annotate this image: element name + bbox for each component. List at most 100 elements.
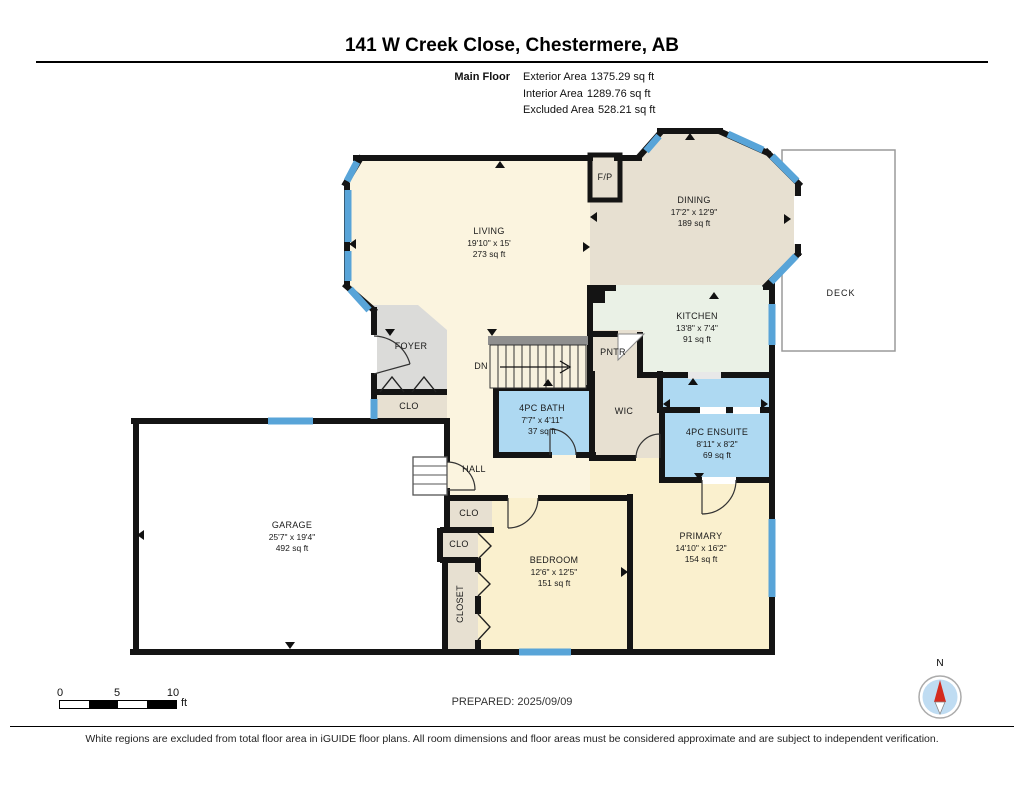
- scale-tick-0: 0: [56, 687, 64, 699]
- wic-floor: [590, 373, 660, 458]
- room-name: BEDROOM: [529, 555, 579, 566]
- main-stairs: [488, 336, 588, 389]
- dining-floor: [590, 131, 799, 286]
- kitchen-counter: [617, 333, 646, 362]
- room-area: 69 sq ft: [703, 449, 731, 460]
- room-label-ensuite: 4PC ENSUITE 8'11" x 8'2" 69 sq ft: [686, 427, 748, 461]
- room-area: 37 sq ft: [528, 425, 556, 436]
- room-label-closet-main: CLOSET: [455, 585, 467, 623]
- page-title: 141 W Creek Close, Chestermere, AB: [344, 35, 680, 56]
- room-name: CLOSET: [455, 585, 466, 623]
- room-dims: 8'11" x 8'2": [696, 438, 738, 449]
- door-swings: [373, 335, 737, 529]
- area-label: Excluded Area: [523, 104, 594, 116]
- room-label-wic: WIC: [615, 406, 633, 418]
- bifold-doors: [379, 375, 492, 641]
- room-area: 189 sq ft: [677, 217, 711, 228]
- room-dims: 25'7" x 19'4": [268, 531, 316, 542]
- prepared-date: PREPARED: 2025/09/09: [451, 696, 573, 708]
- stairs-down-label: DN: [474, 361, 488, 373]
- room-label-foyer-closet: CLO: [399, 401, 418, 413]
- compass-icon: [918, 675, 962, 719]
- area-value: 528.21 sq ft: [597, 104, 656, 116]
- room-name: CLO: [399, 401, 419, 412]
- room-label-living: LIVING 19'10" x 15' 273 sq ft: [467, 226, 511, 260]
- room-dims: 14'10" x 16'2": [675, 542, 727, 553]
- room-label-pantry: PNTR: [600, 347, 626, 359]
- garage-floor: [133, 418, 445, 652]
- room-name: PNTR: [600, 347, 626, 358]
- foyer-floor: [372, 305, 447, 398]
- room-label-closet-a: CLO: [459, 508, 478, 520]
- room-name: DECK: [826, 288, 856, 299]
- area-label: Interior Area: [523, 88, 583, 100]
- room-label-dining: DINING 17'2" x 12'9" 189 sq ft: [671, 195, 718, 229]
- room-name: DN: [474, 361, 488, 372]
- room-name: HALL: [462, 464, 486, 475]
- footer-divider: [10, 726, 1014, 727]
- room-dims: 13'8" x 7'4": [676, 322, 718, 333]
- disclaimer-text: White regions are excluded from total fl…: [85, 733, 939, 745]
- opening-markers: [137, 133, 791, 649]
- area-label: Exterior Area: [523, 71, 587, 83]
- scale-segment: [147, 701, 176, 708]
- room-label-closet-b: CLO: [449, 539, 468, 551]
- room-name: F/P: [597, 172, 613, 183]
- basement-stairs: [412, 456, 448, 496]
- area-value: 1289.76 sq ft: [586, 88, 651, 100]
- room-label-garage: GARAGE 25'7" x 19'4" 492 sq ft: [269, 520, 316, 554]
- room-label-foyer: FOYER: [395, 341, 428, 353]
- room-area: 154 sq ft: [684, 553, 718, 564]
- scale-segment: [118, 701, 147, 708]
- room-name: 4PC ENSUITE: [685, 427, 749, 438]
- closet-a-floor: [447, 498, 492, 530]
- room-label-kitchen: KITCHEN 13'8" x 7'4" 91 sq ft: [676, 311, 718, 345]
- scale-bar: [59, 700, 177, 709]
- scale-tick-5: 5: [113, 687, 121, 699]
- room-label-deck: DECK: [826, 288, 855, 300]
- room-dims: 12'6" x 12'5": [530, 566, 578, 577]
- ensuite-upper-floor: [660, 373, 772, 412]
- room-dims: 7'7" x 4'11": [521, 414, 563, 425]
- room-name: CLO: [459, 508, 479, 519]
- room-area: 492 sq ft: [275, 542, 309, 553]
- area-value: 1375.29 sq ft: [590, 71, 655, 83]
- windows: [268, 130, 800, 656]
- scale-tick-10: 10: [166, 687, 180, 699]
- floor-fills: [133, 131, 799, 652]
- room-name: FOYER: [394, 341, 428, 352]
- room-area: 91 sq ft: [683, 333, 711, 344]
- scale-unit: ft: [181, 697, 188, 709]
- room-name: PRIMARY: [679, 531, 723, 542]
- header-divider: [36, 61, 988, 63]
- room-area: 273 sq ft: [472, 248, 506, 259]
- ensuite-floor: [662, 410, 772, 480]
- room-name: LIVING: [473, 226, 505, 237]
- scale-segment: [60, 701, 89, 708]
- room-label-bath: 4PC BATH 7'7" x 4'11" 37 sq ft: [519, 403, 565, 437]
- compass-north-label: N: [936, 658, 944, 669]
- wall-openings: [371, 196, 801, 484]
- room-name: KITCHEN: [676, 311, 718, 322]
- room-name: 4PC BATH: [519, 403, 565, 414]
- room-label-primary: PRIMARY 14'10" x 16'2" 154 sq ft: [675, 531, 726, 565]
- scale-segment: [89, 701, 118, 708]
- room-label-hall: HALL: [462, 464, 486, 476]
- floor-label: Main Floor: [454, 71, 510, 83]
- room-dims: 17'2" x 12'9": [670, 206, 718, 217]
- room-dims: 19'10" x 15': [467, 237, 511, 248]
- fireplace-box: [587, 152, 623, 203]
- interior-walls: [372, 285, 775, 652]
- down-arrow: [500, 360, 572, 374]
- room-name: GARAGE: [271, 520, 313, 531]
- primary-floor: [590, 455, 775, 652]
- room-label-fireplace: F/P: [598, 172, 613, 184]
- foyer-closet-floor: [372, 392, 447, 421]
- room-label-bedroom: BEDROOM 12'6" x 12'5" 151 sq ft: [530, 555, 579, 589]
- room-name: WIC: [614, 406, 634, 417]
- closet-main-floor: [445, 560, 478, 652]
